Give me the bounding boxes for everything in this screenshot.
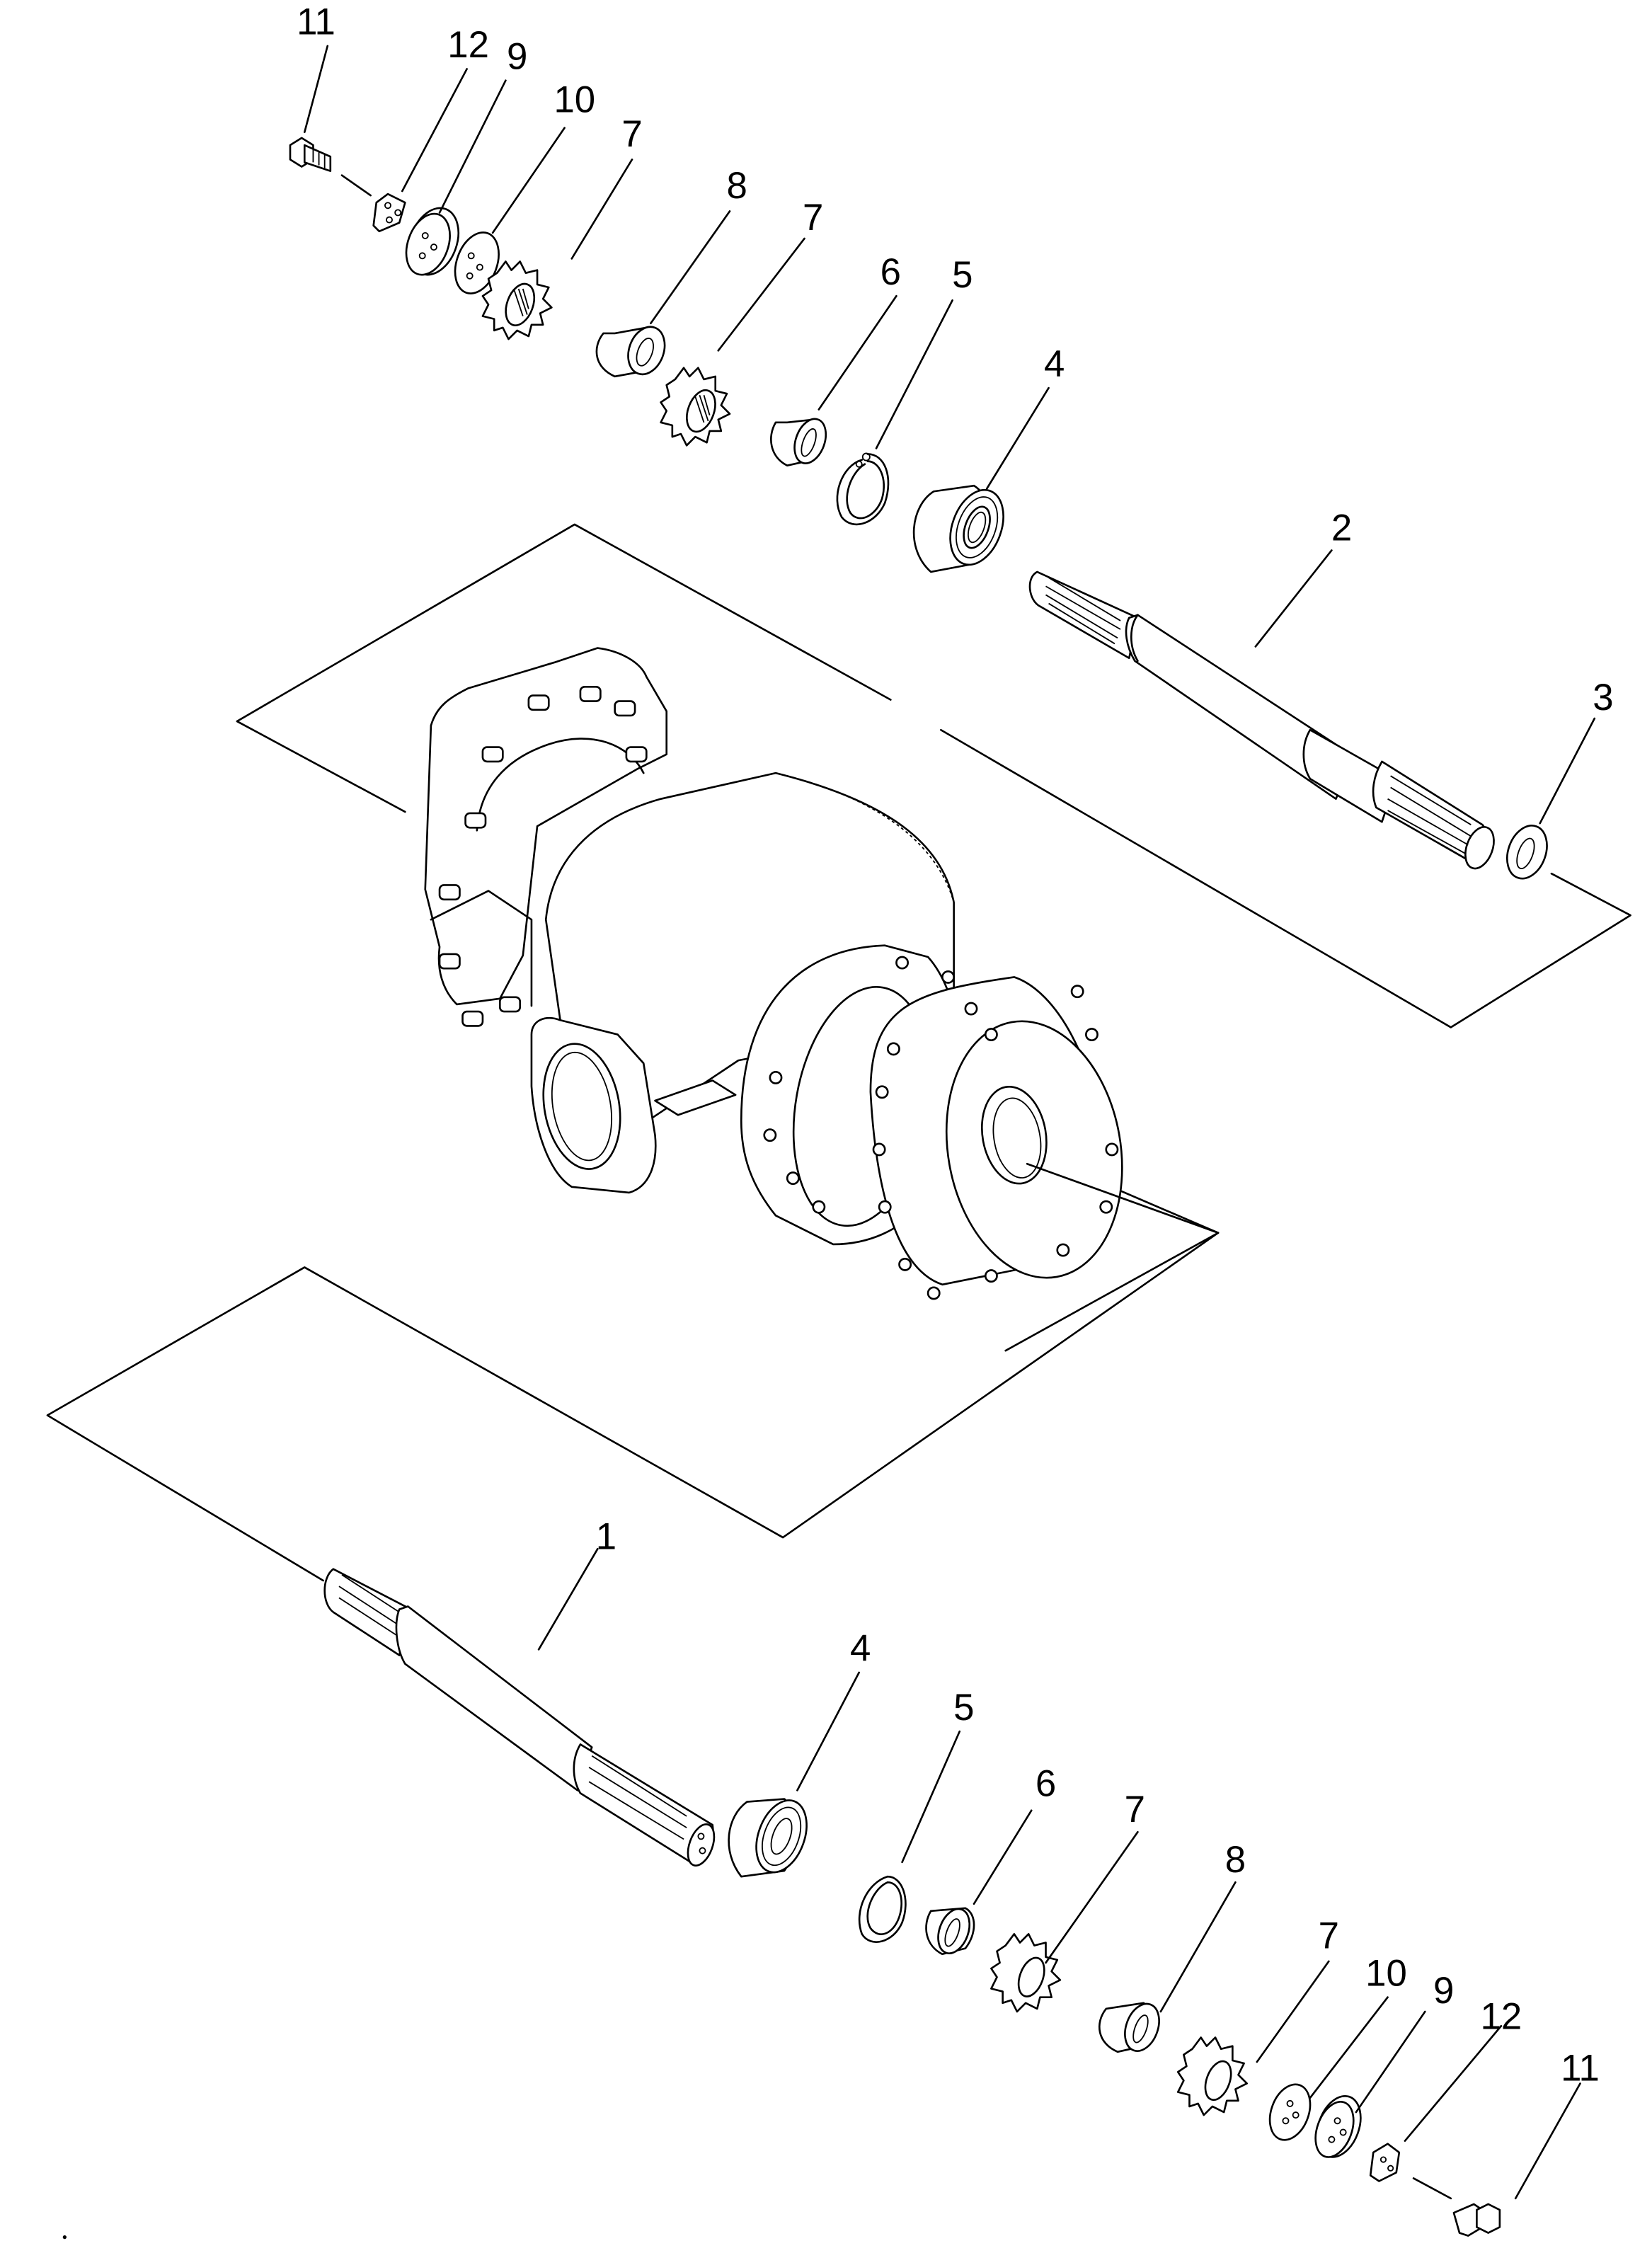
lock-plate-icon [372, 193, 406, 233]
left-flange-icon [424, 647, 668, 1006]
callout-label: 11 [1561, 2047, 1600, 2089]
callout-label: 7 [1319, 1915, 1339, 1957]
shaft-icon [323, 1568, 716, 1867]
shaft-icon [1028, 571, 1495, 870]
retainer-plate-icon [405, 207, 460, 276]
callout-label: 9 [507, 35, 527, 77]
callout-label: 7 [621, 113, 642, 155]
sprocket-icon [1176, 2036, 1248, 2116]
sprocket-icon [660, 367, 731, 447]
callout-label: 10 [1365, 1952, 1407, 1994]
leader-lines [303, 45, 1596, 2200]
callout-label: 6 [881, 251, 901, 293]
ball-bearing-icon [912, 484, 1004, 573]
spacer-icon [1098, 2002, 1160, 2053]
seal-ring-icon [1506, 825, 1548, 880]
callout-label: 1 [596, 1515, 616, 1557]
bolt-heads [763, 956, 1119, 1300]
sprocket-icon [990, 1933, 1062, 2013]
callout-label: 9 [1433, 1970, 1454, 2012]
callout-label: 8 [726, 165, 747, 207]
callout-label: 12 [1481, 1995, 1522, 2037]
callout-label: 6 [1036, 1762, 1056, 1804]
callout-label: 10 [553, 79, 595, 120]
callout-label: 8 [1225, 1839, 1246, 1881]
spacer-icon [595, 326, 666, 378]
snap-ring-icon [836, 452, 890, 526]
snap-ring-icon [858, 1875, 907, 1943]
ball-bearing-icon [728, 1798, 808, 1878]
sprocket-icon [481, 260, 553, 340]
callout-label: 2 [1331, 507, 1352, 549]
lower-flange-icon [530, 1016, 657, 1194]
callout-label: 4 [1044, 343, 1065, 385]
callout-label: 7 [803, 197, 823, 239]
callout-label: 5 [952, 254, 973, 296]
scan-dot [62, 2235, 67, 2240]
bolt-icon [1412, 2177, 1501, 2237]
housing-assembly [424, 647, 1220, 1300]
upper-parts [289, 137, 1548, 880]
bolt-icon [289, 137, 372, 197]
callout-label: 3 [1593, 677, 1613, 718]
shim-icon [1268, 2083, 1312, 2141]
upper-callouts: 11 12 9 10 7 8 7 6 5 4 2 3 [297, 1, 1614, 718]
callout-label: 5 [953, 1687, 974, 1729]
lower-callouts: 1 4 5 6 7 8 7 10 9 12 11 [596, 1515, 1600, 2089]
spacer-icon [925, 1907, 975, 1956]
callout-label: 11 [297, 1, 335, 43]
spacer-icon [770, 418, 827, 467]
callout-label: 4 [850, 1628, 871, 1670]
callout-label: 7 [1125, 1789, 1145, 1830]
retainer-plate-icon [1314, 2094, 1362, 2158]
callout-label: 12 [447, 24, 489, 66]
lower-parts [323, 1568, 1501, 2237]
